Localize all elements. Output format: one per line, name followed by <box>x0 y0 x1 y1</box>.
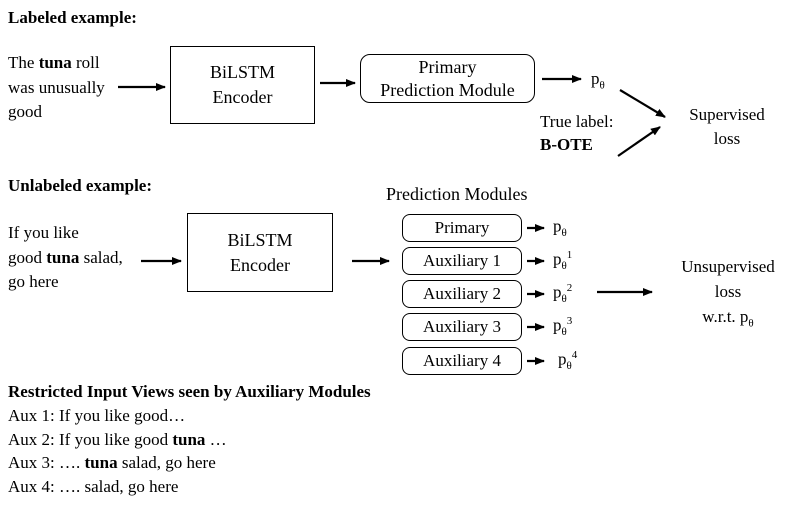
prediction-modules-title: Prediction Modules <box>386 184 528 204</box>
unlabeled-input-line: go here <box>8 272 59 291</box>
supervised-loss-node: Supervised loss <box>668 103 786 151</box>
unsupervised-loss-node: Unsupervised loss w.r.t. pθ <box>663 254 790 336</box>
module-label: Auxiliary 3 <box>423 317 501 336</box>
restricted-view-line-aux3: Aux 3: …. tuna salad, go here <box>8 453 216 472</box>
unsupervised-loss-line: loss <box>714 282 742 301</box>
module-label: Primary <box>434 218 490 237</box>
supervised-loss-line: loss <box>713 129 741 148</box>
ptheta-output-labeled: pθ <box>591 69 605 91</box>
encoder-box-label: BiLSTM <box>209 62 275 82</box>
primary-prediction-module-box: Primary Prediction Module <box>360 54 535 103</box>
ptheta-output-aux2: pθ2 <box>553 282 573 306</box>
bilstm-encoder-box-labeled: BiLSTM Encoder <box>170 46 315 124</box>
bilstm-encoder-box-unlabeled: BiLSTM Encoder <box>187 213 333 292</box>
diagonal-arrow-icon-true-label-to-supervised-loss <box>617 126 661 157</box>
module-label: Auxiliary 4 <box>423 351 501 370</box>
labeled-input-line: good <box>8 102 42 121</box>
unlabeled-example-heading: Unlabeled example: <box>8 176 153 195</box>
primary-module-label: Prediction Module <box>380 79 515 100</box>
true-label-block: True label: B-OTE <box>540 110 614 156</box>
restricted-views-heading: Restricted Input Views seen by Auxiliary… <box>8 382 371 401</box>
ptheta-base: p <box>591 69 600 88</box>
labeled-example-heading: Labeled example: <box>8 8 137 27</box>
module-box-primary: Primary <box>402 214 522 242</box>
ptheta-output-aux4: pθ4 <box>558 349 578 373</box>
restricted-view-line-aux4: Aux 4: …. salad, go here <box>8 476 179 496</box>
true-label-value: B-OTE <box>540 135 593 154</box>
module-label: Auxiliary 1 <box>423 251 501 270</box>
ptheta-sub: θ <box>599 79 605 92</box>
module-box-auxiliary-1: Auxiliary 1 <box>402 247 522 275</box>
primary-module-label: Primary <box>418 56 477 77</box>
module-box-auxiliary-2: Auxiliary 2 <box>402 280 522 308</box>
restricted-view-line-aux2: Aux 2: If you like good tuna … <box>8 429 227 449</box>
ptheta-output-primary: pθ <box>553 217 567 240</box>
unlabeled-input-line: If you like <box>8 223 79 242</box>
restricted-view-line-aux1: Aux 1: If you like good… <box>8 406 186 425</box>
supervised-loss-line: Supervised <box>689 105 765 124</box>
labeled-input-line: The tuna roll <box>8 53 100 72</box>
module-box-auxiliary-3: Auxiliary 3 <box>402 313 522 341</box>
encoder-box-label: Encoder <box>212 87 273 107</box>
unsupervised-loss-line: Unsupervised <box>681 257 775 276</box>
diagonal-arrow-icon-ptheta-to-supervised-loss <box>619 89 666 118</box>
ptheta-output-aux1: pθ1 <box>553 249 573 273</box>
labeled-input-line: was unusually <box>8 77 105 97</box>
unlabeled-input-text: If you like good tuna salad, go here <box>8 221 123 295</box>
restricted-views-list: Aux 1: If you like good… Aux 2: If you l… <box>8 404 227 498</box>
unsupervised-loss-wrt: w.r.t. pθ <box>702 307 754 330</box>
encoder-box-label: BiLSTM <box>227 229 293 250</box>
encoder-box-label: Encoder <box>230 254 290 275</box>
module-label: Auxiliary 2 <box>423 284 501 303</box>
unlabeled-input-line: good tuna salad, <box>8 247 123 267</box>
labeled-input-text: The tuna roll was unusually good <box>8 51 105 125</box>
module-box-auxiliary-4: Auxiliary 4 <box>402 347 522 375</box>
ptheta-output-aux3: pθ3 <box>553 315 573 339</box>
true-label-caption: True label: <box>540 112 614 131</box>
